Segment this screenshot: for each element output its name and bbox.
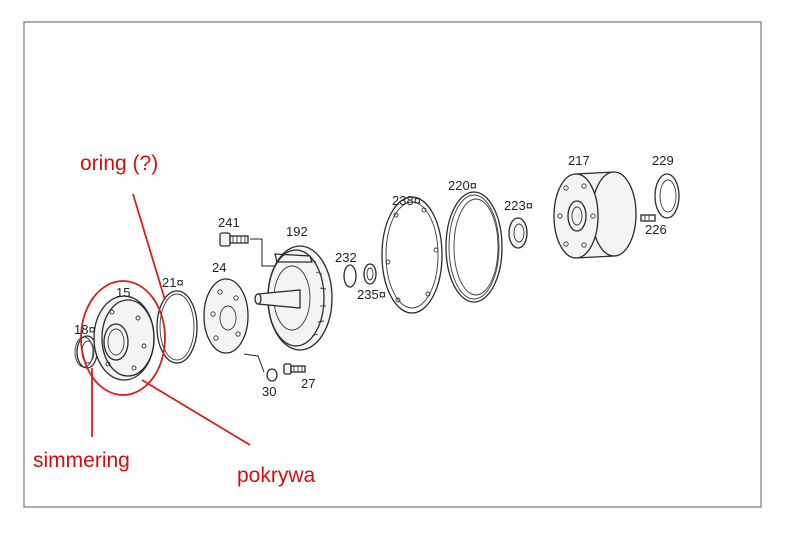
part-27-bolt xyxy=(283,363,306,375)
part-241-bolt xyxy=(219,232,249,247)
label-30: 30 xyxy=(262,384,276,399)
label-217: 217 xyxy=(568,153,590,168)
oring-pointer xyxy=(132,193,166,301)
label-238: 238¤ xyxy=(392,193,421,208)
part-217-drum xyxy=(553,171,637,259)
part-238-gasket xyxy=(381,196,443,314)
label-241: 241 xyxy=(218,215,240,230)
label-226: 226 xyxy=(645,222,667,237)
label-220: 220¤ xyxy=(448,178,477,193)
diagram-frame xyxy=(23,21,762,508)
label-223: 223¤ xyxy=(504,198,533,213)
annotation-simmering: simmering xyxy=(33,449,130,472)
part-220-ring xyxy=(445,191,503,303)
label-24: 24 xyxy=(212,260,226,275)
annotation-overlay: oring (?) simmering pokrywa xyxy=(33,152,316,487)
part-15-cover xyxy=(93,295,155,381)
label-15: 15 xyxy=(116,285,130,300)
part-24-plate xyxy=(203,278,249,354)
leader-lines xyxy=(243,238,274,373)
cover-highlight-circle xyxy=(80,280,166,396)
part-30-washer xyxy=(266,368,278,382)
part-192-pump xyxy=(254,245,333,351)
label-18: 18¤ xyxy=(74,322,96,337)
part-232-ring xyxy=(343,264,357,288)
part-21-oring xyxy=(156,290,198,364)
pokrywa-pointer xyxy=(141,379,251,446)
label-27: 27 xyxy=(301,376,315,391)
label-235: 235¤ xyxy=(357,287,386,302)
label-229: 229 xyxy=(652,153,674,168)
annotation-oring: oring (?) xyxy=(80,152,158,175)
part-229-ring xyxy=(654,173,680,219)
label-232: 232 xyxy=(335,250,357,265)
part-223-bushing xyxy=(508,217,528,249)
annotation-pokrywa: pokrywa xyxy=(237,464,316,487)
part-235-washer xyxy=(363,263,377,285)
label-192: 192 xyxy=(286,224,308,239)
label-21: 21¤ xyxy=(162,275,184,290)
part-226-pin xyxy=(640,214,656,222)
